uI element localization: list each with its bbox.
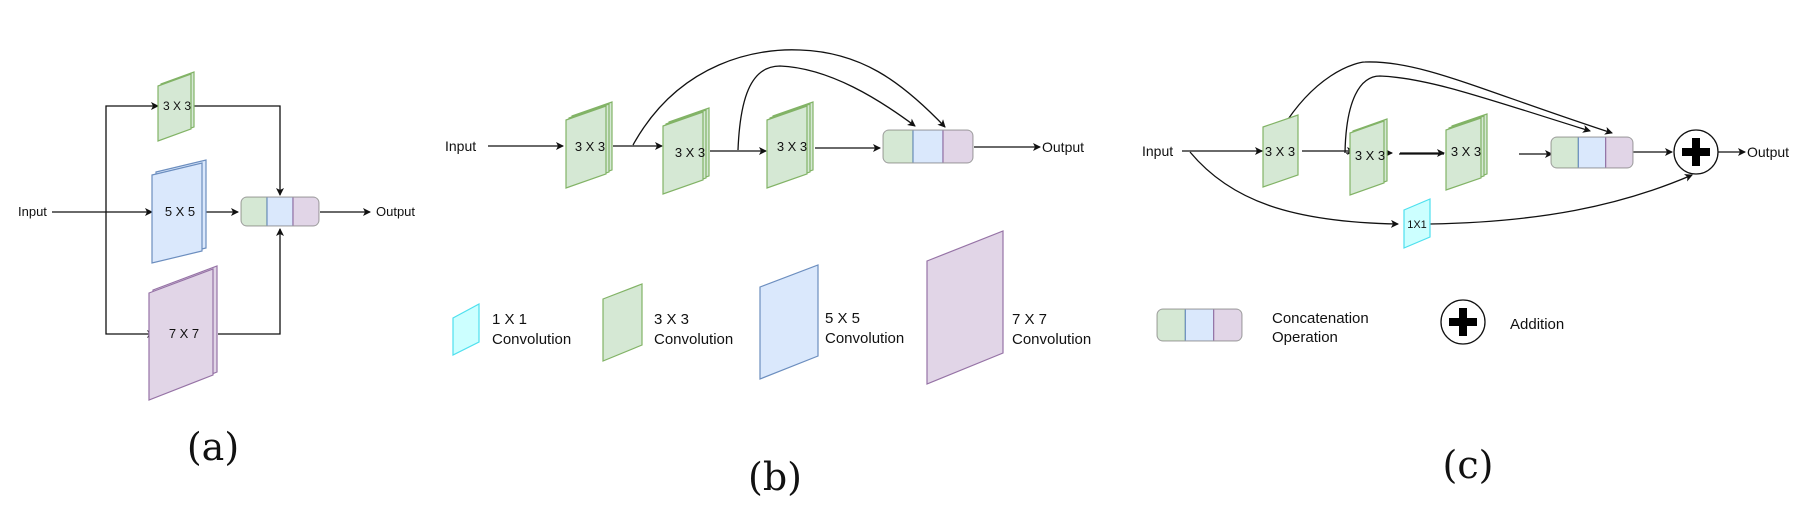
svg-text:Convolution: Convolution (654, 331, 733, 348)
conv-label: 1X1 (1407, 219, 1427, 231)
conv-label: 3 X 3 (163, 99, 191, 113)
conv-3x3-stack: 3 X 3 (565, 101, 613, 189)
concat-segment-3x3 (883, 130, 914, 163)
conv-label: 3 X 3 (777, 139, 807, 154)
conv-3x3-stack: 3 X 3 (1349, 118, 1388, 196)
panel-a-wires (52, 102, 371, 338)
legend-item-concat: Concatenation Operation (1156, 308, 1369, 346)
conv-label: 3 X 3 (1355, 148, 1385, 163)
legend-item-5x5: 5 X 5 Convolution (759, 264, 904, 380)
conv-3x3-stack: 3 X 3 (662, 107, 710, 195)
conv-label: 3 X 3 (1451, 144, 1481, 159)
conv-3x3-block: 3 X 3 (157, 71, 195, 142)
concat-segment-5x5 (266, 197, 294, 226)
conv-label: 3 X 3 (1265, 144, 1295, 159)
legend-item-addition: Addition (1440, 299, 1564, 345)
panel-a: 3 X 3 5 X 5 7 X 7 Input Output (a) (18, 71, 415, 469)
svg-text:Addition: Addition (1510, 316, 1564, 333)
conv-label: 7 X 7 (169, 326, 199, 341)
conv-5x5-block: 5 X 5 (151, 159, 207, 264)
conv-1x1-block: 1X1 (1403, 198, 1431, 249)
concat-segment-5x5 (912, 130, 944, 163)
svg-text:Convolution: Convolution (492, 331, 571, 348)
input-label: Input (445, 138, 476, 154)
conv-label: 3 X 3 (575, 139, 605, 154)
conv-3x3-stack: 3 X 3 (766, 101, 814, 189)
conv-3x3-stack: 3 X 3 (1445, 113, 1488, 191)
conv-3x3-block: 3 X 3 (1262, 114, 1299, 188)
legend-item-1x1: 1 X 1 Convolution (452, 302, 571, 356)
caption-c: (c) (1443, 443, 1494, 487)
panel-b: 3 X 3 3 X 3 3 X 3 Input Output (b) (445, 49, 1084, 499)
legend: 1 X 1 Convolution 3 X 3 Convolution 5 X … (452, 230, 1564, 385)
concat-outline (882, 129, 974, 164)
concat-segment-3x3 (241, 197, 268, 226)
plus-icon (1449, 308, 1477, 336)
svg-text:3 X 3: 3 X 3 (654, 311, 689, 328)
input-label: Input (1142, 143, 1173, 159)
conv-label: 5 X 5 (165, 204, 195, 219)
concatenation-icon (1156, 308, 1243, 342)
legend-item-7x7: 7 X 7 Convolution (926, 230, 1091, 385)
caption-b: (b) (748, 455, 802, 499)
concat-segment-7x7 (1605, 137, 1633, 168)
caption-a: (a) (187, 425, 239, 469)
svg-text:1 X 1: 1 X 1 (492, 311, 527, 328)
concat-outline (1156, 308, 1243, 342)
output-label: Output (1747, 144, 1789, 160)
concatenation-operation (1550, 136, 1634, 169)
panel-b-wires (488, 49, 1041, 155)
concat-segment-3x3 (1157, 309, 1186, 341)
conv-label: 3 X 3 (675, 145, 705, 160)
svg-text:Convolution: Convolution (1012, 331, 1091, 348)
input-label: Input (18, 204, 47, 219)
svg-text:Concatenation: Concatenation (1272, 310, 1369, 327)
svg-text:7 X 7: 7 X 7 (1012, 311, 1047, 328)
concat-segment-5x5 (1184, 309, 1215, 341)
output-label: Output (376, 204, 415, 219)
concat-outline (240, 196, 320, 227)
output-label: Output (1042, 139, 1084, 155)
panel-c-wires (1182, 61, 1746, 228)
panel-c: 3 X 3 3 X 3 3 X 3 1X1 Input Output (c) (1142, 61, 1789, 487)
concat-segment-7x7 (292, 197, 319, 226)
conv-7x7-block: 7 X 7 (148, 265, 218, 401)
concat-segment-7x7 (1213, 309, 1242, 341)
concat-segment-7x7 (942, 130, 973, 163)
concatenation-operation (240, 196, 320, 227)
legend-item-3x3: 3 X 3 Convolution (602, 283, 733, 362)
addition-operation (1673, 129, 1719, 175)
svg-text:Convolution: Convolution (825, 330, 904, 347)
concatenation-operation (882, 129, 974, 164)
concat-segment-5x5 (1577, 137, 1607, 168)
svg-text:5 X 5: 5 X 5 (825, 310, 860, 327)
svg-text:Operation: Operation (1272, 329, 1338, 346)
concat-outline (1550, 136, 1634, 169)
concat-segment-3x3 (1551, 137, 1579, 168)
